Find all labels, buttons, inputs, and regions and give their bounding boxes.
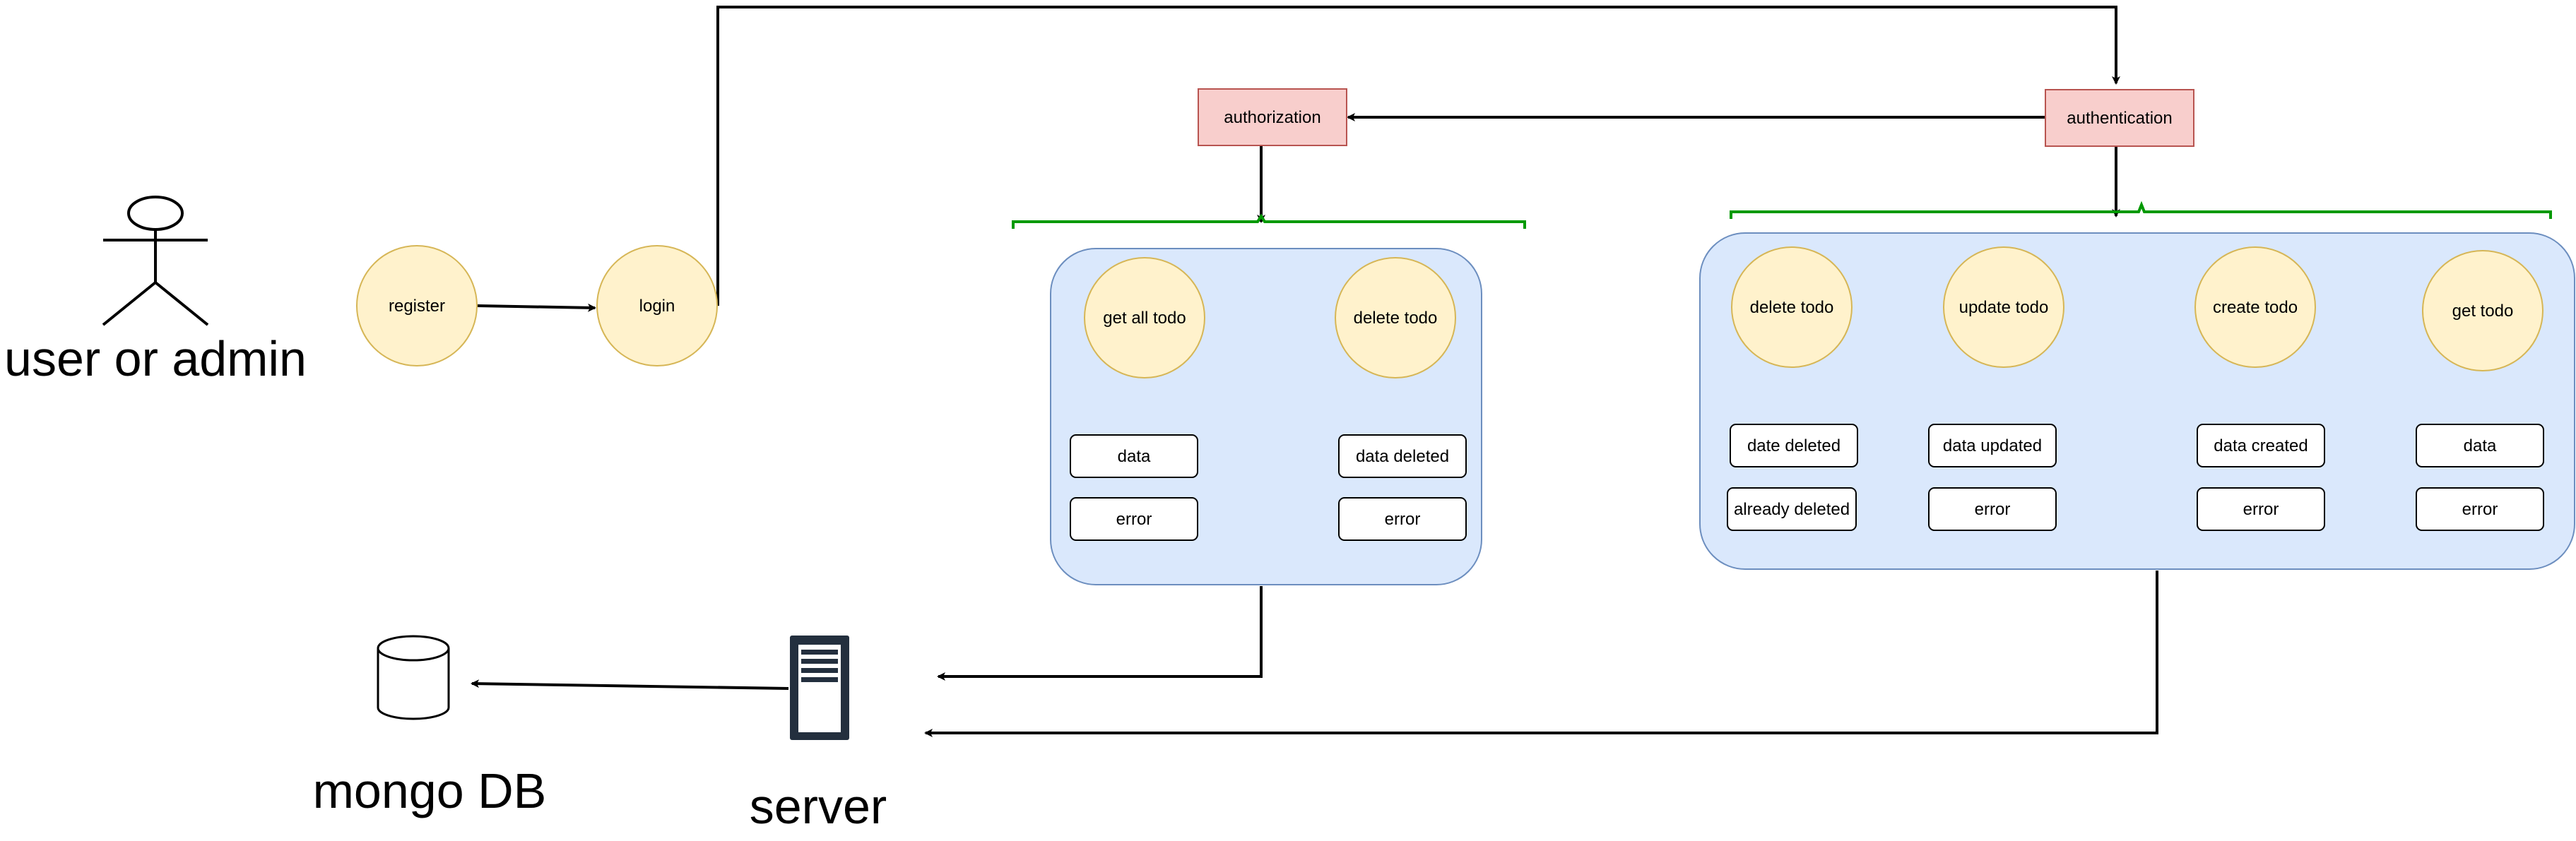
create-todo-label: create todo (2213, 298, 2298, 317)
user-group-brace (1730, 201, 2552, 219)
authorization-node: authorization (1198, 88, 1347, 146)
data-created-box: data created (2197, 424, 2325, 467)
data-updated-label: data updated (1943, 436, 2042, 455)
server-label: server (750, 779, 887, 834)
create-error-box: error (2197, 487, 2325, 531)
server-to-database-arrow (471, 679, 789, 690)
get-all-todo-data-label: data (1118, 447, 1151, 466)
create-error-label: error (2243, 500, 2279, 519)
get-all-todo-data-box: data (1070, 434, 1198, 478)
data-created-label: data created (2214, 436, 2308, 455)
admin-panel-to-server-arrow (937, 586, 1263, 681)
login-label: login (639, 297, 675, 316)
create-todo-node: create todo (2194, 246, 2316, 368)
admin-data-deleted-label: data deleted (1356, 447, 1449, 466)
user-panel: delete todo update todo create todo get … (1699, 232, 2575, 570)
update-error-box: error (1928, 487, 2057, 531)
server: server (750, 636, 887, 834)
get-error-label: error (2462, 500, 2498, 519)
get-error-box: error (2416, 487, 2544, 531)
actor: user or admin (4, 196, 307, 386)
login-node: login (596, 245, 718, 366)
database-label: mongo DB (313, 763, 547, 818)
update-todo-node: update todo (1943, 246, 2064, 368)
already-deleted-label: already deleted (1734, 500, 1850, 519)
date-deleted-label: date deleted (1747, 436, 1841, 455)
get-all-todo-error-box: error (1070, 497, 1198, 541)
register-to-login-arrow (477, 303, 596, 312)
admin-delete-error-box: error (1338, 497, 1467, 541)
get-all-todo-node: get all todo (1084, 257, 1205, 378)
actor-label: user or admin (4, 331, 307, 386)
admin-delete-todo-node: delete todo (1335, 257, 1456, 378)
stick-figure-icon (102, 196, 209, 326)
user-delete-todo-node: delete todo (1731, 246, 1853, 368)
authorization-label: authorization (1224, 108, 1321, 127)
admin-delete-error-label: error (1385, 510, 1421, 529)
get-todo-node: get todo (2422, 250, 2543, 371)
register-label: register (389, 297, 445, 316)
update-error-label: error (1975, 500, 2011, 519)
user-delete-todo-label: delete todo (1750, 298, 1834, 317)
admin-panel: get all todo delete todo data error data… (1050, 248, 1482, 585)
admin-delete-todo-label: delete todo (1354, 309, 1438, 328)
authentication-node: authentication (2045, 89, 2194, 147)
get-data-box: data (2416, 424, 2544, 467)
connectors (471, 6, 2158, 737)
admin-group-brace (1012, 213, 1526, 229)
register-node: register (356, 245, 478, 366)
get-data-label: data (2464, 436, 2497, 455)
data-updated-box: data updated (1928, 424, 2057, 467)
cylinder-database-icon (377, 635, 450, 720)
server-icon (790, 636, 849, 740)
admin-data-deleted-box: data deleted (1338, 434, 1467, 478)
update-todo-label: update todo (1959, 298, 2049, 317)
already-deleted-box: already deleted (1727, 487, 1857, 531)
user-panel-to-server-arrow (924, 571, 2158, 737)
date-deleted-box: date deleted (1730, 424, 1858, 467)
database: mongo DB (313, 635, 547, 818)
authentication-label: authentication (2067, 109, 2172, 128)
get-all-todo-error-label: error (1116, 510, 1152, 529)
get-todo-label: get todo (2452, 302, 2514, 321)
login-to-authentication-arrow (716, 6, 2120, 306)
get-all-todo-label: get all todo (1103, 309, 1186, 328)
